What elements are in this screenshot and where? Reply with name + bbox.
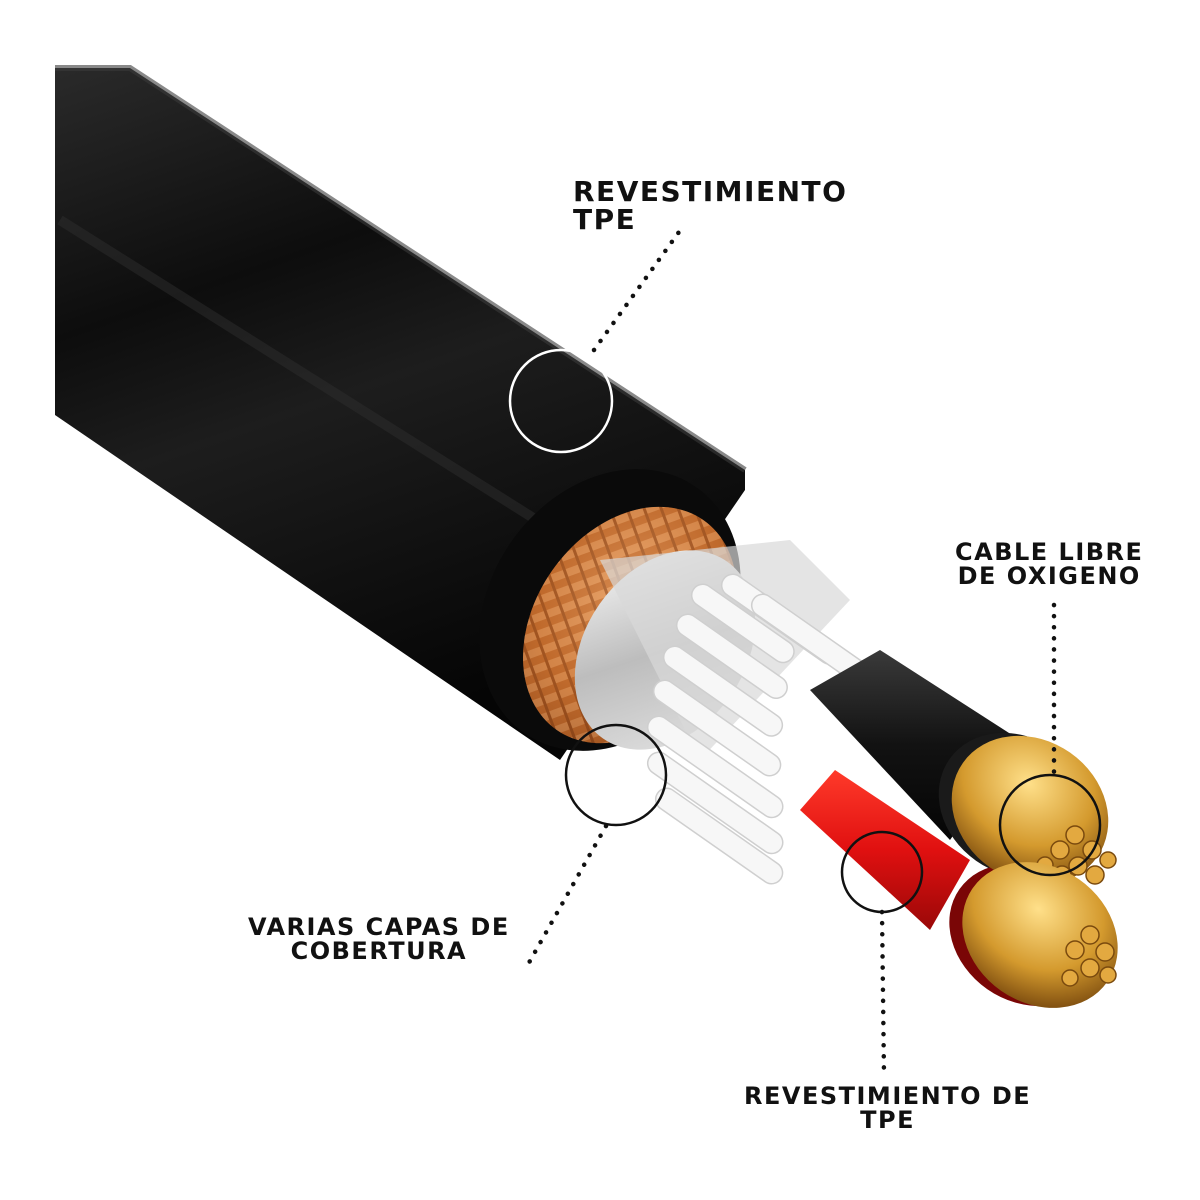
label-shield-layers: VARIAS CAPAS DE COBERTURA — [248, 915, 510, 963]
label-inner-insulation: REVESTIMIENTO DE TPE — [744, 1084, 1031, 1132]
callout-circle-oxygen-free — [998, 773, 1102, 877]
label-oxygen-free-line1: CABLE LIBRE — [955, 538, 1144, 566]
conductor-bundle-lower — [962, 862, 1118, 1008]
leader-line-inner-insulation — [879, 909, 887, 1078]
label-oxygen-free: CABLE LIBRE DE OXIGENO — [955, 540, 1143, 588]
label-outer-jacket-line1: REVESTIMIENTO — [573, 175, 848, 208]
filler-strands — [646, 573, 880, 885]
label-inner-insulation-line1: REVESTIMIENTO DE — [744, 1082, 1032, 1110]
leader-line-outer-jacket — [591, 222, 687, 353]
leader-line-shield-layers — [523, 823, 609, 971]
label-shield-layers-line1: VARIAS CAPAS DE — [248, 913, 510, 941]
callout-circle-outer-jacket — [508, 348, 614, 454]
label-outer-jacket-line2: TPE — [573, 203, 637, 236]
conductor-bundle-upper — [951, 735, 1117, 885]
label-outer-jacket: REVESTIMIENTO TPE — [573, 178, 847, 234]
label-inner-insulation-line2: TPE — [860, 1106, 916, 1134]
label-oxygen-free-line2: DE OXIGENO — [957, 562, 1141, 590]
callout-circle-shield-layers — [564, 723, 668, 827]
label-shield-layers-line2: COBERTURA — [290, 937, 468, 965]
